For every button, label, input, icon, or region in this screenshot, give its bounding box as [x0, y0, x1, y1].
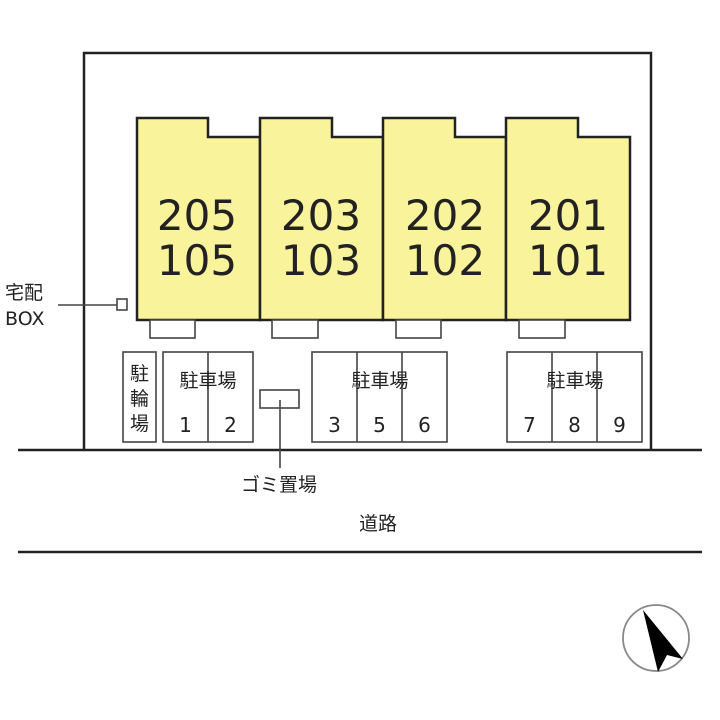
delivery-box-label-2: BOX — [5, 308, 44, 330]
parking-space-number: 1 — [179, 413, 192, 437]
building-unit-1: 205 105 — [135, 116, 262, 322]
bicycle-parking-char: 輪 — [130, 388, 149, 410]
parking-space-number: 3 — [328, 413, 341, 437]
building-unit-4: 201 101 — [504, 116, 632, 322]
building-unit-3: 202 102 — [381, 116, 508, 322]
parking-space-number: 5 — [373, 413, 386, 437]
porch — [271, 319, 319, 339]
lot-boundary — [82, 51, 653, 450]
unit-lower: 101 — [528, 236, 608, 285]
unit-upper: 202 — [405, 191, 485, 240]
unit-upper: 203 — [281, 191, 361, 240]
parking-label: 駐車場 — [546, 370, 603, 392]
road-label: 道路 — [359, 513, 397, 535]
parking-space-number: 7 — [523, 413, 536, 437]
unit-upper: 201 — [528, 191, 608, 240]
parking-label: 駐車場 — [179, 370, 236, 392]
parking-space-number: 6 — [418, 413, 431, 437]
bicycle-parking: 駐 輪 場 — [122, 351, 157, 443]
bicycle-parking-char: 場 — [130, 413, 149, 435]
parking-label: 駐車場 — [351, 370, 408, 392]
unit-lower: 105 — [157, 236, 237, 285]
north-arrow-icon — [622, 604, 690, 672]
garbage-area-label: ゴミ置場 — [241, 474, 317, 496]
parking-space-number: 8 — [568, 413, 581, 437]
unit-lower: 102 — [405, 236, 485, 285]
porch — [149, 319, 196, 339]
unit-lower: 103 — [281, 236, 361, 285]
delivery-box-icon — [116, 298, 128, 311]
parking-space-number: 2 — [224, 413, 237, 437]
porch — [518, 319, 566, 339]
bicycle-parking-char: 駐 — [130, 363, 149, 385]
porch — [395, 319, 442, 339]
parking-area-2: 駐車場 3 5 6 — [311, 351, 448, 443]
parking-space-number: 9 — [613, 413, 626, 437]
parking-area-3: 駐車場 7 8 9 — [506, 351, 643, 443]
building-unit-2: 203 103 — [258, 116, 385, 322]
delivery-box-label-1: 宅配 — [5, 282, 43, 304]
unit-upper: 205 — [157, 191, 237, 240]
parking-area-1: 駐車場 1 2 — [162, 351, 254, 443]
